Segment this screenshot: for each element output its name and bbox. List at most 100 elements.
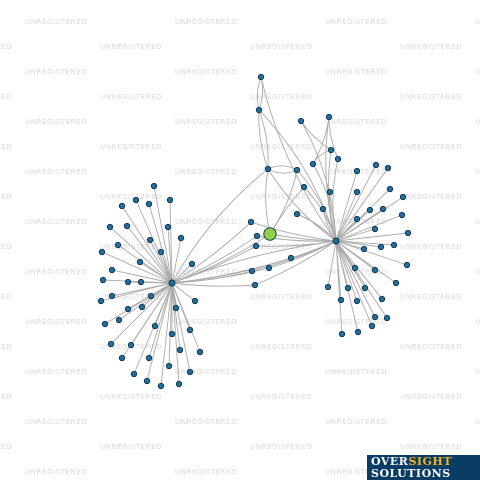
- logo-word-sight: SIGHT: [408, 455, 453, 468]
- network-node: [146, 236, 154, 244]
- network-node: [386, 185, 394, 193]
- network-node: [353, 215, 361, 223]
- network-node: [164, 223, 172, 231]
- network-node: [403, 261, 411, 269]
- right-hub-node: [332, 237, 340, 245]
- network-edge: [335, 240, 408, 266]
- network-node: [191, 297, 199, 305]
- network-edge: [109, 226, 173, 284]
- network-edge: [335, 214, 403, 242]
- network-edge: [312, 149, 332, 165]
- network-node: [137, 278, 145, 286]
- network-edge: [133, 282, 173, 375]
- network-edge: [332, 158, 339, 242]
- network-node: [143, 377, 151, 385]
- network-node: [264, 165, 272, 173]
- network-edge: [171, 282, 256, 287]
- network-node: [114, 241, 122, 249]
- network-node: [145, 200, 153, 208]
- network-edge: [255, 240, 337, 247]
- network-node: [404, 229, 412, 237]
- network-node: [251, 281, 259, 289]
- network-node: [361, 284, 369, 292]
- network-node: [145, 354, 153, 362]
- network-node: [151, 322, 159, 330]
- network-edge: [300, 120, 332, 151]
- network-edge: [335, 164, 377, 242]
- logo-word-solutions: SOLUTIONS: [371, 467, 451, 480]
- network-edge: [335, 191, 358, 242]
- network-node: [172, 304, 180, 312]
- network-edge: [335, 228, 376, 242]
- network-edge: [254, 240, 337, 286]
- network-node: [118, 202, 126, 210]
- node-group: [97, 73, 412, 390]
- network-node: [118, 354, 126, 362]
- network-node: [371, 313, 379, 321]
- network-edge: [327, 240, 337, 288]
- network-node: [188, 260, 196, 268]
- network-node: [344, 284, 352, 292]
- network-edge: [312, 163, 337, 242]
- network-node: [176, 346, 184, 354]
- network-node: [115, 316, 123, 324]
- left-hub-node: [168, 279, 176, 287]
- network-node: [257, 73, 265, 81]
- network-edge: [110, 282, 173, 345]
- network-node: [371, 266, 379, 274]
- network-node: [371, 225, 379, 233]
- network-edge: [167, 226, 173, 284]
- network-node: [98, 248, 106, 256]
- network-edge: [296, 213, 337, 242]
- network-edge: [269, 186, 305, 235]
- network-node: [136, 258, 144, 266]
- network-node: [297, 117, 305, 125]
- network-node: [398, 211, 406, 219]
- network-node: [107, 340, 115, 348]
- network-edge: [335, 167, 389, 242]
- network-node: [353, 188, 361, 196]
- oversight-solutions-logo: OVERSIGHT SOLUTIONS: [367, 455, 480, 480]
- network-edge: [267, 168, 298, 174]
- network-edge: [267, 165, 298, 171]
- network-edge: [335, 240, 388, 319]
- network-node: [324, 283, 332, 291]
- network-edge: [171, 282, 181, 351]
- network-edge: [139, 261, 173, 284]
- network-edge: [335, 209, 371, 242]
- network-node: [106, 223, 114, 231]
- network-edge: [101, 251, 173, 284]
- network-node: [360, 245, 368, 253]
- network-node: [99, 276, 107, 284]
- network-edge: [335, 170, 358, 242]
- network-edge: [135, 199, 173, 284]
- network-node: [319, 205, 327, 213]
- network-node: [325, 113, 333, 121]
- network-node: [287, 254, 295, 262]
- network-edge: [121, 205, 173, 284]
- network-edge: [171, 240, 337, 284]
- network-edge: [148, 203, 173, 284]
- network-node: [132, 196, 140, 204]
- network-edge: [149, 239, 173, 284]
- network-node: [378, 295, 386, 303]
- network-node: [366, 206, 374, 214]
- network-edge: [250, 221, 337, 242]
- network-node: [108, 266, 116, 274]
- network-node: [150, 182, 158, 190]
- network-node: [384, 164, 392, 172]
- network-edge: [335, 240, 383, 300]
- network-node: [247, 218, 255, 226]
- network-node: [123, 222, 131, 230]
- network-node: [101, 320, 109, 328]
- network-edge: [140, 281, 173, 284]
- network-node: [354, 328, 362, 336]
- network-edge: [329, 191, 337, 242]
- network-node: [379, 205, 387, 213]
- network-node: [97, 297, 105, 305]
- network-node: [186, 326, 194, 334]
- network-edge: [171, 282, 191, 373]
- network-node: [399, 193, 407, 201]
- network-node: [326, 188, 334, 196]
